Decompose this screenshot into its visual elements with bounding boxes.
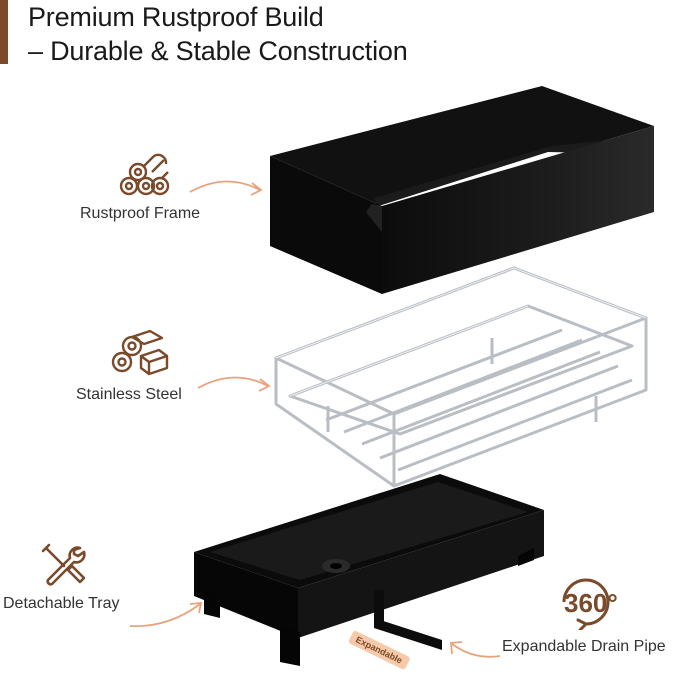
wood-logs-icon [118,148,174,198]
drain-tray-image [194,474,544,666]
steel-bars-icon [110,328,170,376]
rotate-360-icon: 360° [556,574,636,630]
feature-label-detachable-tray: Detachable Tray [3,595,120,612]
arrow-to-tray [129,601,203,628]
headline-line-1: Premium Rustproof Build [28,2,324,32]
feature-label-expandable-drain-pipe: Expandable Drain Pipe [502,638,666,655]
rotate-360-text: 360° [564,588,618,618]
feature-label-stainless-steel: Stainless Steel [76,386,182,403]
arrow-to-frame [189,180,263,196]
headline: Premium Rustproof Build – Durable & Stab… [28,0,408,68]
arrow-to-drain-pipe [450,641,501,658]
black-frame-image [270,86,654,294]
arrow-to-steel-basket [197,376,271,392]
headline-line-2: – Durable & Stable Construction [28,36,408,66]
wrench-screwdriver-icon [40,542,88,588]
steel-basket-image [274,266,648,488]
headline-accent-bar [0,0,8,64]
feature-label-rustproof-frame: Rustproof Frame [80,205,201,222]
